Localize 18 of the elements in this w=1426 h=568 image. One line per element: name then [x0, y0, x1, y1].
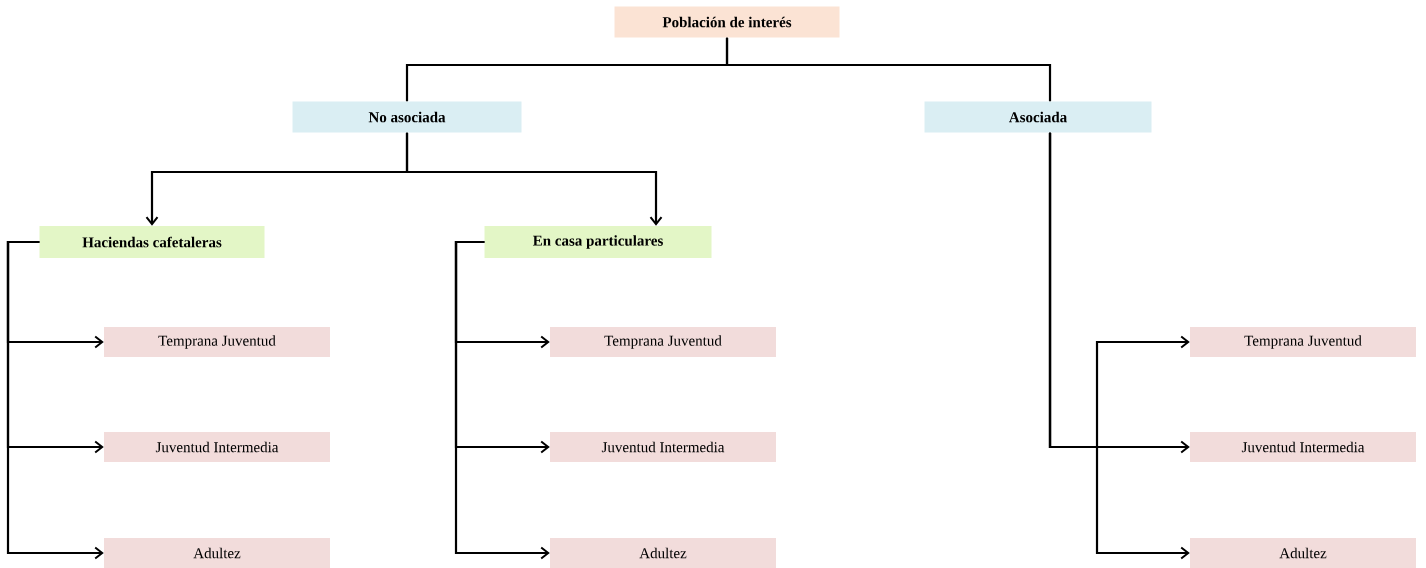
connector-arrow	[405, 132, 663, 226]
heading-box: Población de interés	[614, 6, 840, 38]
connector-arrow	[454, 240, 550, 560]
category-box: Haciendas cafetaleras	[39, 226, 265, 258]
stage-box: Temprana Juventud	[1190, 327, 1416, 357]
stage-box: Juventud Intermedia	[1190, 432, 1416, 462]
connector-arrow	[6, 240, 104, 560]
stage-box: Adultez	[550, 538, 776, 568]
category-box: En casa particulares	[484, 226, 712, 258]
category-box: Asociada	[924, 101, 1152, 133]
stage-box: Temprana Juventud	[550, 327, 776, 357]
stage-box: Juventud Intermedia	[550, 432, 776, 462]
stage-box: Temprana Juventud	[104, 327, 330, 357]
connector-arrow	[1048, 132, 1190, 560]
stage-box: Adultez	[1190, 538, 1416, 568]
stage-box: Adultez	[104, 538, 330, 568]
stage-box: Juventud Intermedia	[104, 432, 330, 462]
category-box: No asociada	[292, 101, 522, 133]
